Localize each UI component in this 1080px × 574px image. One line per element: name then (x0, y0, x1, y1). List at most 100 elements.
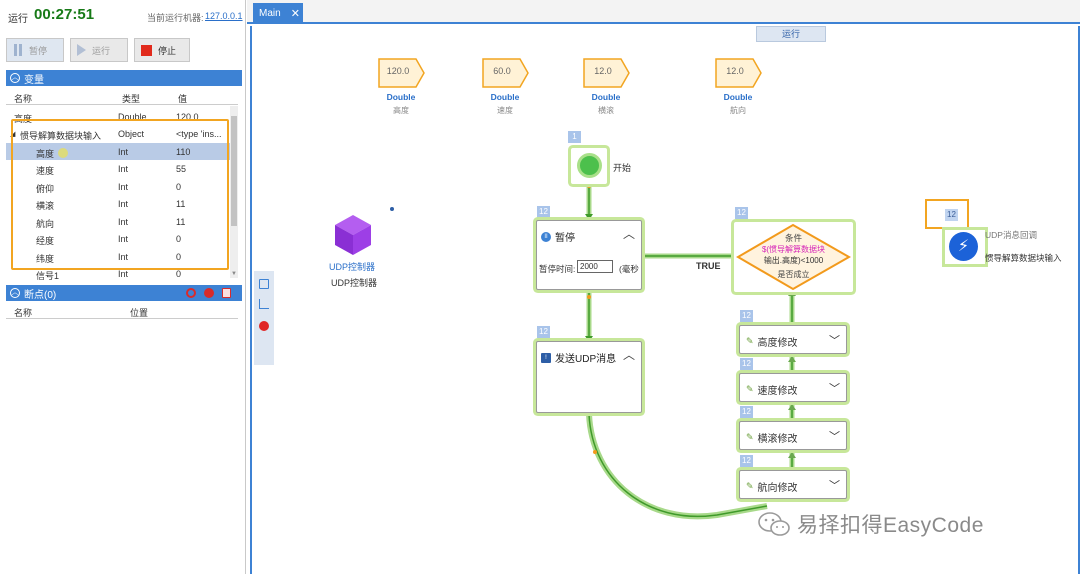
modifier-label-wrap: ✎横滚修改 (746, 430, 798, 445)
col-bp-location[interactable]: 位置 (130, 308, 149, 318)
lightning-icon: ⚡ (949, 232, 978, 261)
watermark: 易择扣得EasyCode (757, 509, 984, 539)
delete-icon[interactable] (222, 288, 231, 298)
variable-name: 俯仰 (36, 184, 55, 194)
edit-icon: ✎ (746, 481, 754, 491)
stop-button[interactable]: 停止 (134, 38, 190, 62)
chevron-down-icon[interactable]: ﹀ (829, 431, 840, 443)
variable-node-name: 速度 (497, 106, 513, 115)
chevron-down-icon[interactable]: ﹀ (829, 383, 840, 395)
scroll-down-icon[interactable]: ▼ (231, 271, 237, 277)
pause-button[interactable]: 暂停 (6, 38, 64, 62)
pause-field-label: 暂停时间: (539, 264, 576, 274)
variable-value: 110 (176, 147, 191, 157)
variable-value: 120.0 (176, 112, 199, 122)
modifier-label-wrap: ✎速度修改 (746, 382, 798, 397)
send-num-badge: 12 (537, 326, 550, 338)
variable-value: 0 (176, 234, 182, 244)
condition-node[interactable]: 条件 $(惯导解算数据块 输出.高度)<1000 是否成立 (734, 222, 853, 292)
variables-section-header[interactable]: ︿ 变量 (6, 70, 242, 86)
modifier-num-badge: 12 (740, 406, 753, 418)
breakpoints-section-header[interactable]: ︿ 断点(0) (6, 285, 242, 301)
variable-node-value: 12.0 (726, 66, 744, 76)
variable-name: 信号1 (36, 271, 60, 281)
variable-value: 0 (176, 269, 182, 279)
variable-value: 11 (176, 199, 186, 209)
modifier-label-wrap: ✎航向修改 (746, 479, 798, 494)
run-button[interactable]: 运行 (70, 38, 128, 62)
breakpoints-column-header: 名称 位置 (6, 303, 238, 319)
variable-value: 0 (176, 182, 182, 192)
modifier-num-badge: 12 (740, 455, 753, 467)
tree-icon[interactable] (259, 299, 269, 309)
copy-icon[interactable] (259, 279, 269, 289)
col-value[interactable]: 值 (178, 94, 188, 104)
edit-icon: ✎ (746, 432, 754, 442)
run-header: 运行 00:27:51 当前运行机器: 127.0.0.1 (0, 0, 246, 32)
modifier-node[interactable]: ✎速度修改 ﹀ (739, 373, 847, 402)
udp-cb-title: UDP消息回调 (985, 230, 1037, 240)
chevron-up-icon[interactable]: ︿ (622, 227, 635, 241)
flow-canvas[interactable]: 运行 (250, 26, 1080, 574)
variable-node[interactable]: 60.0 (482, 58, 530, 88)
udp-callback-node[interactable]: ⚡ (945, 230, 985, 264)
scrollbar-thumb[interactable] (231, 116, 237, 226)
col-bp-name[interactable]: 名称 (14, 308, 33, 318)
variable-name: 横滚 (36, 201, 55, 211)
modifier-node[interactable]: ✎横滚修改 ﹀ (739, 421, 847, 450)
variable-type: Object (118, 129, 145, 139)
stop-label: 停止 (158, 45, 177, 56)
tab-main-label: Main (259, 8, 281, 19)
variable-node-type: Double (490, 92, 520, 102)
send-udp-node[interactable]: !发送UDP消息 ︿ (536, 341, 642, 413)
modifier-node[interactable]: ✎高度修改﹀ (739, 325, 847, 354)
tab-main[interactable]: Main ✕ (253, 3, 303, 24)
udp-controller-type: UDP控制器 (329, 262, 376, 272)
chevron-down-icon[interactable]: ﹀ (829, 335, 840, 347)
variable-name: 纬度 (36, 254, 55, 264)
debug-panel: 运行 00:27:51 当前运行机器: 127.0.0.1 暂停 运行 停止 ︿… (0, 0, 246, 574)
start-node[interactable] (571, 148, 607, 184)
col-type[interactable]: 类型 (122, 94, 141, 104)
variable-tag-icon (378, 58, 425, 88)
cond-subtitle: 是否成立 (777, 270, 810, 279)
close-icon[interactable]: ✕ (290, 8, 300, 20)
run-indicator: 运行 (756, 26, 826, 42)
modifier-node[interactable]: ✎航向修改 ﹀ (739, 470, 847, 499)
play-icon (77, 44, 86, 56)
collapse-icon[interactable]: ︿ (10, 288, 20, 298)
variable-value: 11 (176, 217, 186, 227)
variable-node[interactable]: 12.0 (715, 58, 763, 88)
col-name[interactable]: 名称 (14, 94, 33, 104)
variable-node[interactable]: 120.0 (378, 58, 426, 88)
cond-title: 条件 (784, 233, 802, 243)
chevron-up-icon[interactable]: ︿ (622, 348, 635, 362)
variable-value: 55 (176, 164, 187, 174)
record-icon[interactable] (259, 321, 269, 331)
machine-ip-link[interactable]: 127.0.0.1 (205, 11, 243, 21)
breakpoint-outline-icon[interactable] (186, 288, 196, 298)
udp-controller-cube-icon[interactable] (333, 213, 373, 257)
collapse-icon[interactable]: ︿ (10, 73, 20, 83)
breakpoint-filled-icon[interactable] (204, 288, 214, 298)
chevron-down-icon[interactable]: ﹀ (829, 480, 840, 492)
variable-name: 航向 (36, 219, 55, 229)
variable-node-type: Double (591, 92, 621, 102)
pause-num-badge: 12 (537, 206, 550, 218)
variable-node[interactable]: 12.0 (583, 58, 631, 88)
variable-name: 速度 (36, 166, 55, 176)
pause-time-input[interactable]: 2000 (577, 260, 613, 273)
variables-scrollbar[interactable]: ▼ (230, 106, 238, 278)
send-node-title: !发送UDP消息 (541, 350, 616, 365)
pause-label: 暂停 (29, 45, 48, 56)
edit-icon: ✎ (746, 384, 754, 394)
